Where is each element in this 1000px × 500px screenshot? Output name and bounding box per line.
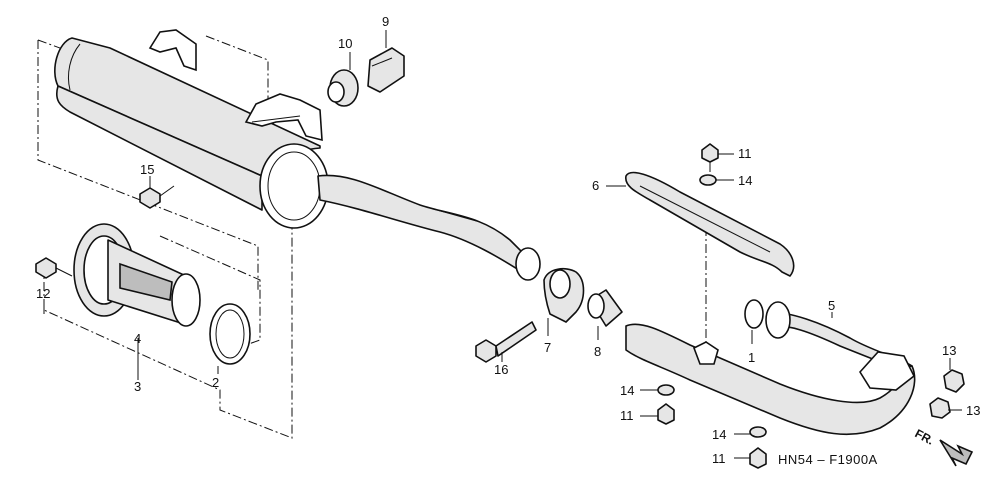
callout-15: 15	[140, 162, 154, 177]
callout-10: 10	[338, 36, 352, 51]
clamp-7	[543, 267, 585, 323]
bolt-15	[139, 185, 175, 209]
callout-5: 5	[828, 298, 835, 313]
diagram-code: HN54 – F1900A	[778, 452, 878, 467]
washer-14-bottom	[749, 426, 767, 438]
callout-8: 8	[594, 344, 601, 359]
joint-collar-8	[587, 289, 623, 327]
muffler-outlet-pipe	[317, 174, 541, 281]
callout-14-bottom: 14	[712, 427, 726, 442]
callout-3: 3	[134, 379, 141, 394]
nut-13-lower	[929, 397, 951, 419]
leader-lines	[43, 30, 962, 459]
bolt-16	[475, 321, 537, 363]
callout-11-mid: 11	[620, 408, 634, 423]
callout-11-bottom: 11	[712, 451, 726, 466]
bracket-9	[367, 47, 405, 93]
rubber-mount-10	[327, 69, 359, 107]
callout-13-lower: 13	[966, 403, 980, 418]
bolt-11-mid	[657, 403, 675, 425]
gasket-1	[744, 299, 764, 329]
callout-14-top: 14	[738, 173, 752, 188]
callout-1: 1	[748, 350, 755, 365]
callout-6: 6	[592, 178, 599, 193]
callout-13-upper: 13	[942, 343, 956, 358]
callout-4: 4	[134, 331, 141, 346]
heat-shield-6	[625, 171, 795, 277]
callout-16: 16	[494, 362, 508, 377]
washer-14-mid	[657, 384, 675, 396]
callout-11-top: 11	[738, 146, 752, 161]
exhaust-pipe-5	[625, 301, 916, 436]
callout-9: 9	[382, 14, 389, 29]
bolt-11-bottom	[749, 447, 767, 469]
callout-14-mid: 14	[620, 383, 634, 398]
front-direction-arrow	[939, 439, 974, 467]
nut-13-upper	[943, 369, 965, 393]
front-label: FR.	[913, 426, 937, 447]
muffler	[54, 29, 329, 229]
gasket-2	[209, 303, 251, 365]
callout-2: 2	[212, 375, 219, 390]
bolt-11-top	[701, 143, 719, 172]
spark-arrester-assembly	[73, 223, 201, 327]
bolt-12	[35, 257, 73, 279]
callout-7: 7	[544, 340, 551, 355]
washer-14-top	[699, 174, 717, 186]
callout-labels: 1 2 3 4 5 6 7 8 9 10 11 11 11 12 13 13 1…	[36, 14, 980, 466]
callout-12: 12	[36, 286, 50, 301]
